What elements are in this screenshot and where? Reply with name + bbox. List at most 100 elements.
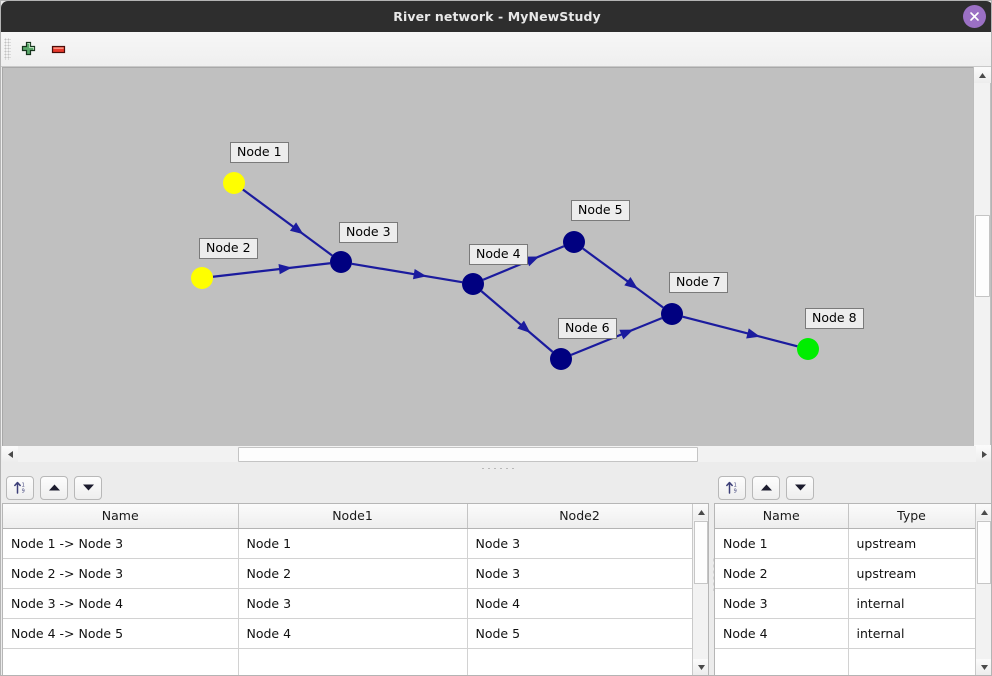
table-cell[interactable]: Node 2 [238,558,468,589]
edge-arrowhead [624,277,638,289]
canvas-hscroll-thumb[interactable] [238,447,698,462]
scroll-right-button[interactable] [976,446,991,462]
network-node[interactable] [550,348,572,370]
column-header[interactable]: Name [3,504,239,529]
table-row[interactable] [3,648,693,675]
network-edge[interactable] [242,188,333,257]
table-cell[interactable]: Node 1 [715,528,849,559]
main-toolbar [1,32,991,67]
node-move-down-button[interactable] [786,475,814,500]
river-network-canvas[interactable]: Node 1 Node 2 Node 3 Node 4 Node 5 Node 6 Node… [2,67,991,461]
table-cell[interactable]: Node 3 [467,528,693,559]
network-node[interactable] [330,251,352,273]
node-label[interactable]: Node 2 [199,238,258,259]
table-row[interactable] [715,648,976,675]
table-cell[interactable]: upstream [848,558,976,589]
node-label[interactable]: Node 5 [571,200,630,221]
delete-node-button[interactable] [45,36,71,62]
table-cell[interactable] [467,648,693,675]
add-node-button[interactable] [15,36,41,62]
network-edge[interactable] [582,247,664,309]
canvas-vertical-scrollbar[interactable] [973,67,991,461]
network-edge[interactable] [351,262,463,284]
network-node[interactable] [797,338,819,360]
column-header[interactable]: Node2 [467,504,693,529]
table-cell[interactable] [238,648,468,675]
table-cell[interactable]: Node 2 [715,558,849,589]
node-scroll-up-button[interactable] [976,504,991,520]
branch-move-up-button[interactable] [40,475,68,500]
network-edge[interactable] [212,262,331,278]
horizontal-splitter[interactable] [2,462,991,474]
table-cell[interactable]: Node 3 [467,558,693,589]
network-edge[interactable] [480,290,554,353]
table-cell[interactable]: internal [848,588,976,619]
network-node[interactable] [661,303,683,325]
column-header[interactable]: Type [848,504,976,529]
node-label[interactable]: Node 3 [339,222,398,243]
branch-scroll-thumb[interactable] [694,521,708,584]
node-label[interactable]: Node 1 [230,142,289,163]
table-cell[interactable]: internal [848,618,976,649]
canvas-vscroll-thumb[interactable] [975,215,990,297]
node-scroll-down-button[interactable] [976,659,991,675]
table-cell[interactable] [715,648,849,675]
table-cell[interactable]: Node 2 -> Node 3 [3,558,239,589]
table-cell[interactable]: Node 4 [238,618,468,649]
branch-scroll-down-button[interactable] [693,659,708,675]
branch-table-scrollbar[interactable] [692,504,708,675]
branch-sort-button[interactable]: 1 9 [6,475,34,500]
branch-scroll-up-button[interactable] [693,504,708,520]
network-edge[interactable] [682,315,798,348]
table-cell[interactable]: Node 1 -> Node 3 [3,528,239,559]
close-button[interactable] [963,5,986,28]
scroll-left-button[interactable] [2,446,18,462]
canvas-horizontal-scrollbar[interactable] [2,446,991,463]
network-graph [191,172,819,370]
edge-arrowhead [525,256,540,267]
node-label[interactable]: Node 4 [469,244,528,265]
node-move-up-button[interactable] [752,475,780,500]
table-cell[interactable]: Node 5 [467,618,693,649]
svg-text:1: 1 [21,483,24,489]
node-label[interactable]: Node 8 [805,308,864,329]
scroll-up-button[interactable] [974,67,991,83]
network-node[interactable] [563,231,585,253]
network-node[interactable] [223,172,245,194]
table-cell[interactable]: Node 3 [238,588,468,619]
table-cell[interactable]: Node 4 [715,618,849,649]
table-cell[interactable]: Node 4 [467,588,693,619]
chevron-up-icon [980,509,988,515]
chevron-left-icon [7,450,13,458]
table-cell[interactable]: Node 1 [238,528,468,559]
table-cell[interactable]: upstream [848,528,976,559]
table-cell[interactable]: Node 3 [715,588,849,619]
toolbar-drag-handle[interactable] [4,38,11,60]
table-cell[interactable]: Node 3 -> Node 4 [3,588,239,619]
edge-arrowhead [517,320,531,334]
network-node[interactable] [462,273,484,295]
branch-move-down-button[interactable] [74,475,102,500]
column-header[interactable]: Node1 [238,504,468,529]
node-sort-button[interactable]: 1 9 [718,475,746,500]
column-header[interactable]: Name [715,504,849,529]
network-node[interactable] [191,267,213,289]
node-table-scrollbar[interactable] [975,504,991,675]
table-cell[interactable]: Node 4 -> Node 5 [3,618,239,649]
node-label[interactable]: Node 6 [558,318,617,339]
table-cell[interactable] [848,648,976,675]
node-label[interactable]: Node 7 [669,272,728,293]
table-cell[interactable] [3,648,239,675]
node-scroll-thumb[interactable] [977,521,991,584]
